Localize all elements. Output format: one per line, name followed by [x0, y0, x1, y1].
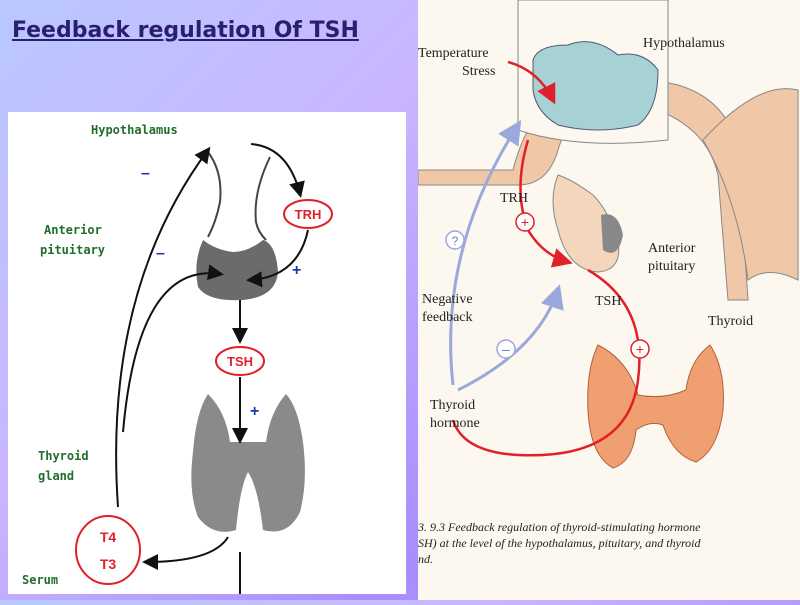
plus-sign-2: +	[250, 403, 259, 420]
label-thyroid-hormone: Thyroid	[430, 398, 475, 413]
label-hypothalamus: Hypothalamus	[91, 123, 178, 137]
trh-label: TRH	[295, 207, 322, 222]
caption-line-3: nd.	[418, 552, 433, 566]
label-thyroid: Thyroid	[708, 314, 753, 329]
minus-sign-1: –	[141, 165, 150, 182]
label-hormone: hormone	[430, 416, 480, 431]
t4-t3-badge	[75, 515, 141, 585]
label-negative: Negative	[422, 292, 473, 307]
slide-title: Feedback regulation Of TSH	[12, 18, 359, 43]
label-pituitary: pituitary	[648, 259, 695, 274]
caption-line-1: 3. 9.3 Feedback regulation of thyroid-st…	[418, 520, 701, 534]
hypothalamus-shape	[207, 151, 271, 241]
thyroid-shape	[191, 394, 305, 532]
brain-tissue-right	[702, 88, 799, 281]
posterior-pituitary-shape	[601, 214, 623, 253]
tsh-plus-badge	[630, 339, 650, 359]
label-stress: Stress	[462, 64, 495, 79]
label-thyroid: Thyroid	[38, 449, 89, 463]
label-anterior: Anterior	[648, 241, 696, 256]
tsh-plus: +	[636, 341, 644, 357]
right-diagram-panel: + + ? – Temperature Stress Hypothalamus …	[417, 0, 800, 600]
anterior-pituitary-shape	[552, 174, 620, 273]
question-badge	[445, 230, 465, 250]
hypothalamus-shape	[532, 41, 659, 131]
label-tsh: TSH	[595, 294, 621, 309]
label-temperature: Temperature	[418, 46, 489, 61]
trh-plus-badge	[515, 212, 535, 232]
label-anterior: Anterior	[44, 223, 102, 237]
minus-sign: –	[502, 341, 510, 357]
trh-plus: +	[521, 214, 529, 230]
plus-sign-1: +	[292, 262, 301, 279]
label-gland: gland	[38, 469, 74, 483]
trh-badge	[283, 199, 333, 229]
label-pituitary: pituitary	[40, 243, 105, 257]
caption-line-2: SH) at the level of the hypothalamus, pi…	[418, 536, 702, 550]
tsh-label: TSH	[227, 354, 253, 369]
left-diagram: Hypothalamus Anterior pituitary Thyroid …	[22, 123, 333, 594]
question-mark: ?	[452, 234, 459, 248]
right-diagram: + + ? – Temperature Stress Hypothalamus …	[417, 0, 800, 600]
thyroid-shape	[587, 344, 724, 469]
label-serum: Serum	[22, 573, 58, 587]
left-diagram-panel: Hypothalamus Anterior pituitary Thyroid …	[8, 112, 406, 594]
t3-label: T3	[100, 556, 117, 572]
tsh-badge	[215, 346, 265, 376]
label-trh: TRH	[500, 191, 528, 206]
label-hypothalamus: Hypothalamus	[643, 36, 725, 51]
t4-label: T4	[100, 529, 117, 545]
minus-sign-2: –	[156, 245, 165, 262]
pituitary-shape	[196, 240, 278, 301]
minus-badge	[496, 339, 516, 359]
label-feedback: feedback	[422, 310, 473, 325]
